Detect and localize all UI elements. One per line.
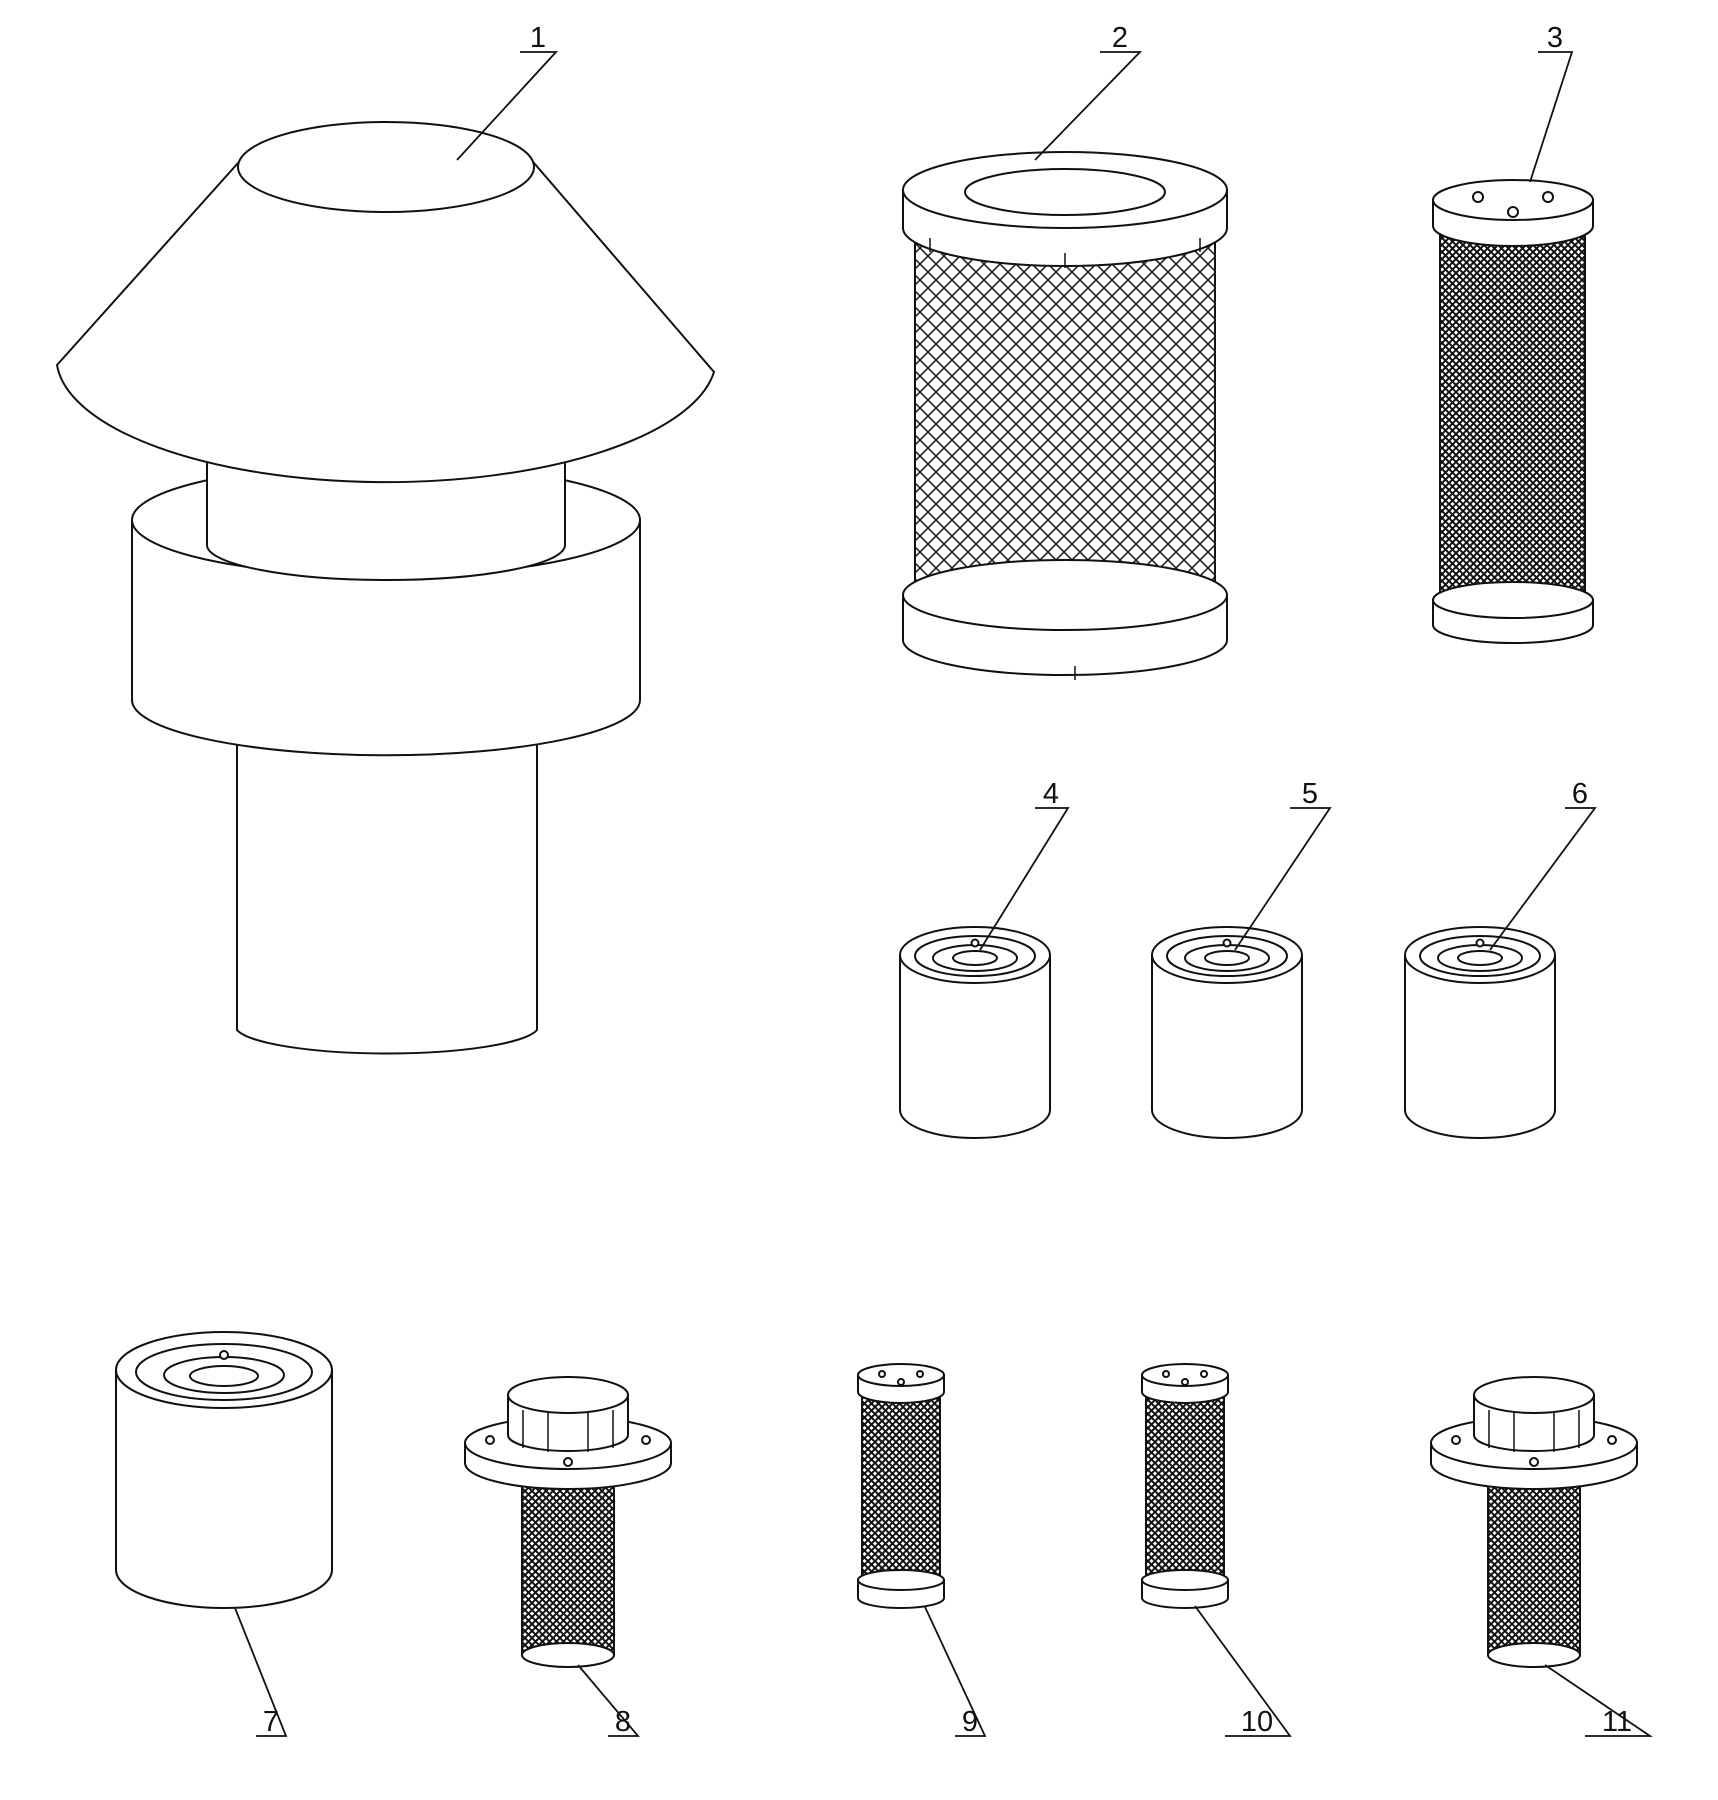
leader-1: [456, 51, 559, 161]
leader-3: [1529, 51, 1574, 183]
part-7-spin-on-filter: [115, 1331, 333, 1609]
part-3-slim-filter: [1432, 179, 1594, 644]
leader-7: [234, 1607, 288, 1737]
leader-4: [979, 807, 1070, 951]
callout-9: 9: [962, 1706, 978, 1738]
callout-labels: 1 2 3 4 5 6 7 8 9 10 11: [263, 22, 1632, 1738]
part-6-spin-on-filter: [1404, 926, 1556, 1139]
callout-1: 1: [530, 22, 546, 54]
leader-9: [924, 1606, 987, 1737]
callout-11: 11: [1602, 1706, 1632, 1738]
leader-5: [1234, 807, 1332, 951]
part-2-air-filter: [902, 151, 1228, 680]
leader-10: [1194, 1605, 1292, 1737]
callout-2: 2: [1112, 22, 1128, 54]
part-8-filler-strainer: [464, 1376, 672, 1668]
leader-2: [1034, 51, 1143, 161]
callout-10: 10: [1241, 1706, 1273, 1738]
callout-4: 4: [1043, 778, 1059, 810]
callout-5: 5: [1302, 778, 1318, 810]
leader-lines: [234, 51, 1653, 1737]
part-11-filler-strainer: [1430, 1376, 1638, 1668]
part-10-strainer-element: [1141, 1363, 1229, 1609]
callout-7: 7: [263, 1706, 279, 1738]
callout-6: 6: [1572, 778, 1588, 810]
part-1-rain-cap: [55, 121, 716, 1055]
part-4-spin-on-filter: [899, 926, 1051, 1139]
callout-3: 3: [1547, 22, 1563, 54]
callout-8: 8: [615, 1706, 631, 1738]
leader-11: [1544, 1664, 1653, 1737]
leader-6: [1489, 807, 1597, 951]
leader-8: [577, 1664, 640, 1737]
part-9-strainer-element: [857, 1363, 945, 1609]
part-5-spin-on-filter: [1151, 926, 1303, 1139]
